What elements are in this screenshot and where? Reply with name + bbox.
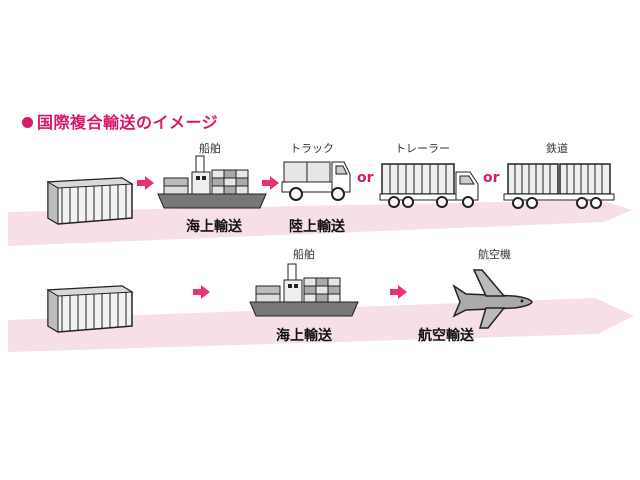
ship-label-row2: 船舶	[293, 248, 315, 261]
plane-label: 航空機	[478, 248, 511, 261]
truck-icon	[281, 161, 351, 201]
sea-transport-label-row2: 海上輸送	[276, 328, 332, 344]
land-transport-label: 陸上輸送	[289, 219, 345, 235]
shipping-container-icon	[46, 177, 134, 225]
trailer-label: トレーラー	[395, 142, 450, 155]
shipping-container-icon-row2	[46, 285, 134, 333]
or-label-1: or	[357, 170, 374, 186]
flow-band-row1	[8, 200, 632, 246]
flow-arrow-1	[137, 176, 154, 190]
sea-transport-label-row1: 海上輸送	[186, 219, 242, 235]
flow-arrow-2	[262, 176, 279, 190]
trailer-truck-icon	[379, 163, 479, 208]
air-transport-label: 航空輸送	[418, 328, 474, 344]
or-label-2: or	[483, 170, 500, 186]
bullet-dot-icon	[22, 117, 33, 128]
freight-train-icon	[503, 163, 615, 209]
flow-arrow-3	[193, 285, 210, 299]
truck-label: トラック	[290, 142, 334, 155]
flow-arrow-4	[390, 285, 407, 299]
airplane-icon	[452, 269, 533, 329]
cargo-ship-icon	[157, 155, 267, 209]
diagram-title: 国際複合輸送のイメージ	[22, 109, 218, 133]
rail-label: 鉄道	[546, 142, 568, 155]
flow-band-row2	[8, 298, 634, 352]
ship-label-row1: 船舶	[199, 142, 221, 155]
cargo-ship-icon-row2	[249, 263, 359, 317]
